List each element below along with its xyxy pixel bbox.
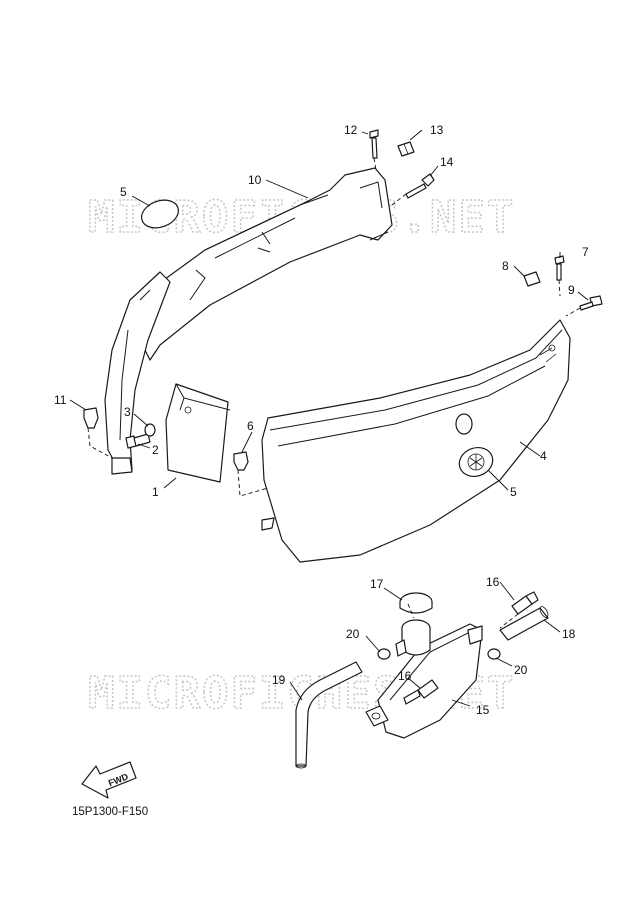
nut-13[interactable] [397, 141, 415, 157]
cap-17[interactable] [399, 592, 433, 614]
leader-lines [69, 129, 589, 707]
callout-6: 6 [247, 419, 254, 433]
callout-5-upper: 5 [120, 185, 127, 199]
callouts: 5 10 12 13 14 7 8 9 4 5 11 3 2 1 6 17 16… [54, 123, 589, 717]
callout-16-lower: 16 [398, 669, 412, 683]
callout-13: 13 [430, 123, 444, 137]
callout-5-lower: 5 [510, 485, 517, 499]
left-bracket[interactable] [104, 271, 171, 475]
grommet-6[interactable] [233, 451, 249, 471]
bolt-16-upper[interactable] [511, 591, 539, 615]
bolt-2[interactable] [125, 433, 151, 449]
clip-9[interactable] [579, 295, 603, 311]
callout-7: 7 [582, 245, 589, 259]
diagram-code: 15P1300-F150 [72, 806, 148, 818]
bolt-16-lower[interactable] [403, 679, 439, 705]
callout-4: 4 [540, 449, 547, 463]
callout-19: 19 [272, 673, 286, 687]
callout-10: 10 [248, 173, 262, 187]
clamp-20-left[interactable] [377, 648, 391, 660]
callout-1: 1 [152, 485, 159, 499]
callout-20-left: 20 [346, 627, 360, 641]
callout-15: 15 [476, 703, 490, 717]
callout-11: 11 [54, 393, 67, 407]
inner-cover-1[interactable] [165, 383, 231, 483]
callout-9: 9 [568, 283, 575, 297]
callout-20-right: 20 [514, 663, 528, 677]
emblem-lower[interactable] [455, 443, 497, 481]
upper-trim-panel[interactable] [139, 167, 393, 361]
callout-8: 8 [502, 259, 509, 273]
callout-3: 3 [124, 405, 131, 419]
clamp-20-right[interactable] [487, 648, 501, 660]
screw-7[interactable] [554, 255, 565, 281]
overflow-hose-19[interactable] [295, 661, 363, 769]
side-cover-4[interactable] [261, 319, 571, 563]
fwd-arrow-icon: FWD [81, 761, 137, 799]
washer-3[interactable] [144, 423, 156, 437]
screw-12[interactable] [369, 129, 379, 159]
screw-14[interactable] [405, 173, 435, 199]
callout-18: 18 [562, 627, 576, 641]
filler-neck[interactable] [395, 619, 431, 657]
emblem-upper[interactable] [138, 195, 183, 232]
callout-12: 12 [344, 123, 358, 137]
hose-18[interactable] [499, 605, 550, 641]
nut-8[interactable] [523, 271, 541, 287]
callout-2: 2 [152, 443, 159, 457]
callout-16-upper: 16 [486, 575, 500, 589]
callout-14: 14 [440, 155, 454, 169]
callout-17: 17 [370, 577, 384, 591]
clip-11[interactable] [83, 407, 99, 429]
